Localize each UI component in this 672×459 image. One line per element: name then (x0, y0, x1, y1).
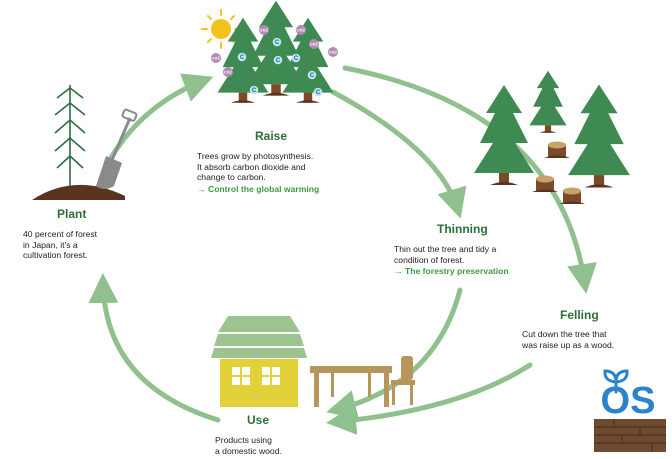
chair (391, 356, 415, 405)
tree-icon (247, 0, 305, 96)
desc-line: in Japan, it's a (23, 239, 78, 250)
stage-title-use: Use (247, 413, 270, 427)
wood-texture (594, 419, 666, 452)
desc-note: → The forestry preservation (394, 266, 509, 277)
desc-line: Thin out the tree and tidy a (394, 244, 497, 254)
desc-line: cultivation forest. (23, 250, 88, 261)
stage-desc-raise: Trees grow by photosynthesis. It absorb … (197, 151, 319, 194)
carbon-markers: C C C C C C C (237, 37, 323, 97)
stage-desc-plant: 40 percent of forest in Japan, it's a cu… (23, 229, 97, 261)
arrow-use-to-plant (88, 273, 221, 423)
sun-icon (201, 9, 241, 49)
tree-icon (282, 17, 334, 103)
house-roof (211, 316, 307, 358)
stump-icon (559, 187, 585, 204)
tree-icon (529, 70, 567, 133)
carbon-mark: C (276, 58, 281, 64)
arrow-raise-to-thinning (330, 89, 467, 219)
desc-line: Trees grow by photosynthesis. (197, 151, 314, 161)
co2-mark: co2 (297, 28, 305, 33)
stage-desc-felling: Cut down the tree that was raise up as a… (522, 329, 614, 350)
house-illustration (211, 316, 307, 407)
co2-mark: co2 (310, 42, 318, 47)
raise-illustration: C C C C C C C co2 co2 co2 co2 co2 co2 (201, 0, 338, 103)
desc-note: → Control the global warming (197, 183, 320, 194)
stage-title-thinning: Thinning (437, 222, 488, 236)
co2-markers: co2 co2 co2 co2 co2 co2 (211, 25, 338, 77)
carbon-mark: C (294, 56, 299, 62)
desc-line: Cut down the tree that (522, 329, 607, 339)
arrow-felling-to-use (326, 362, 533, 435)
table-top (310, 366, 392, 373)
stage-desc-use: Products using a domestic wood. (215, 435, 282, 456)
sapling-shovel-illustration (32, 85, 138, 200)
stage-title-felling: Felling (560, 308, 599, 322)
desc-line: change to carbon. (197, 172, 266, 183)
co2-mark: co2 (224, 70, 232, 75)
stage-title-plant: Plant (57, 207, 87, 221)
shovel-icon (96, 108, 138, 189)
co2-mark: co2 (329, 50, 337, 55)
carbon-mark: C (275, 40, 280, 46)
stage-title-raise: Raise (255, 129, 288, 143)
carbon-mark: C (316, 90, 321, 96)
house-wall (220, 359, 298, 407)
desc-line: condition of forest. (394, 254, 465, 265)
house-window (262, 367, 280, 385)
forest-illustration (474, 70, 630, 204)
co2-mark: co2 (212, 56, 220, 61)
carbon-mark: C (252, 88, 257, 94)
logo: OS (601, 369, 656, 422)
table-chair-illustration (310, 356, 415, 407)
tree-icon (568, 84, 630, 188)
arrow-thinning-to-use (326, 287, 463, 420)
logo-text: OS (601, 380, 656, 422)
desc-line: 40 percent of forest (23, 229, 98, 239)
carbon-mark: C (310, 73, 315, 79)
tree-icon (474, 85, 534, 185)
desc-line: It absorb carbon dioxide and (197, 161, 306, 172)
desc-line: was raise up as a wood. (522, 339, 615, 350)
carbon-mark: C (240, 55, 245, 61)
stump-icon (544, 141, 570, 158)
sapling-icon (54, 85, 86, 186)
stage-desc-thinning: Thin out the tree and tidy a condition o… (394, 244, 509, 277)
desc-line: a domestic wood. (215, 445, 282, 456)
sprout-icon (603, 369, 629, 394)
arrow-plant-to-raise (103, 73, 214, 169)
co2-mark: co2 (260, 28, 268, 33)
desc-line: Products using (215, 435, 272, 445)
house-window (232, 367, 250, 385)
